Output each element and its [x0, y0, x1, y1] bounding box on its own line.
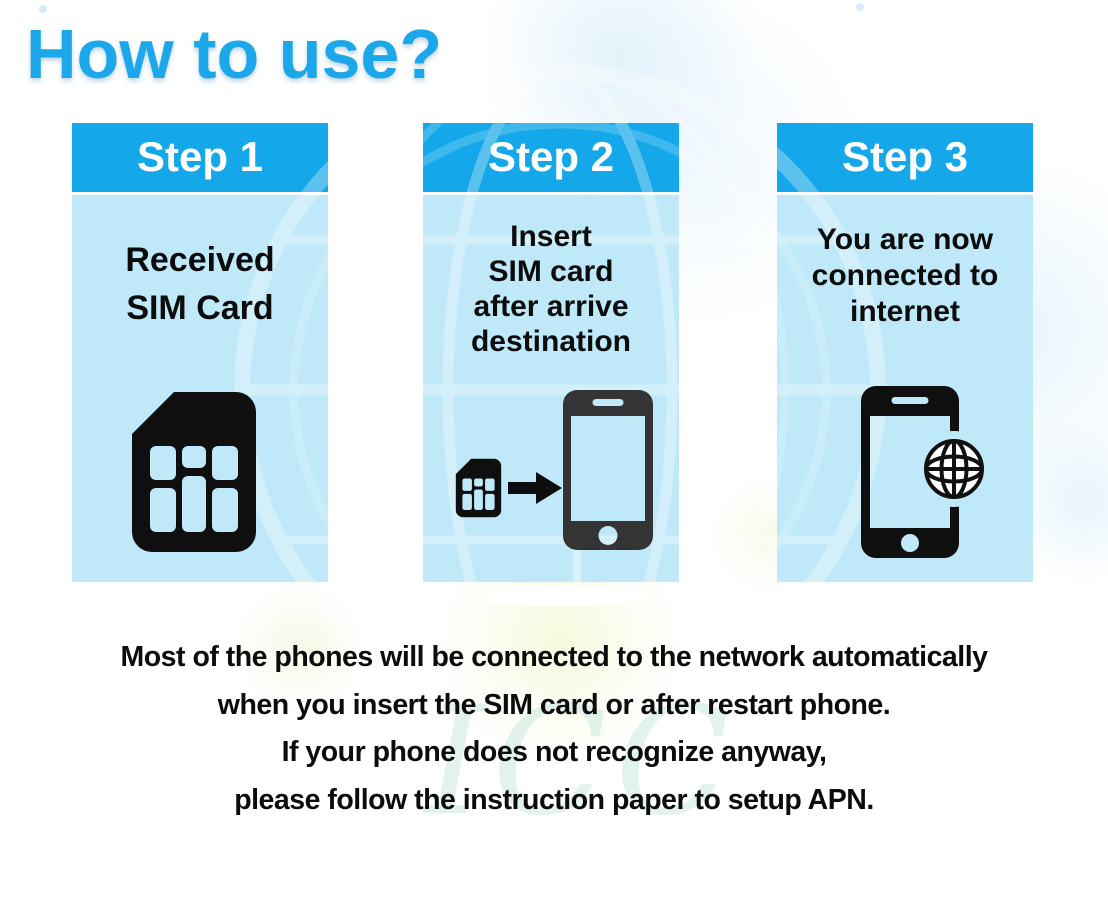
footer-line-1: Most of the phones will be connected to …	[120, 641, 988, 673]
step-3-card: Step 3	[777, 123, 1033, 582]
watermark-script: ICC	[425, 675, 738, 849]
step-2-label: Step 2	[487, 133, 615, 180]
step-2-panel	[423, 195, 679, 582]
step-3-header: Step 3	[777, 123, 1033, 192]
footer-note: Most of the phones will be connected to …	[0, 634, 1108, 824]
footer-line-4: please follow the instruction paper to s…	[234, 783, 874, 816]
step-1-header: Step 1	[72, 123, 328, 192]
step-1-card: Step 1	[72, 123, 328, 582]
footer-line-3: If your phone does not recognize anyway,	[281, 736, 827, 768]
step-2-card: Step 2	[423, 123, 679, 582]
step-3-label: Step 3	[841, 133, 969, 180]
page-title: How to use?	[26, 15, 443, 93]
step-1-panel	[72, 195, 328, 582]
step-1-label: Step 1	[136, 133, 264, 180]
step-3-panel	[777, 195, 1033, 582]
step-2-header: Step 2	[423, 123, 679, 192]
footer-line-2: when you insert the SIM card or after re…	[217, 688, 891, 721]
